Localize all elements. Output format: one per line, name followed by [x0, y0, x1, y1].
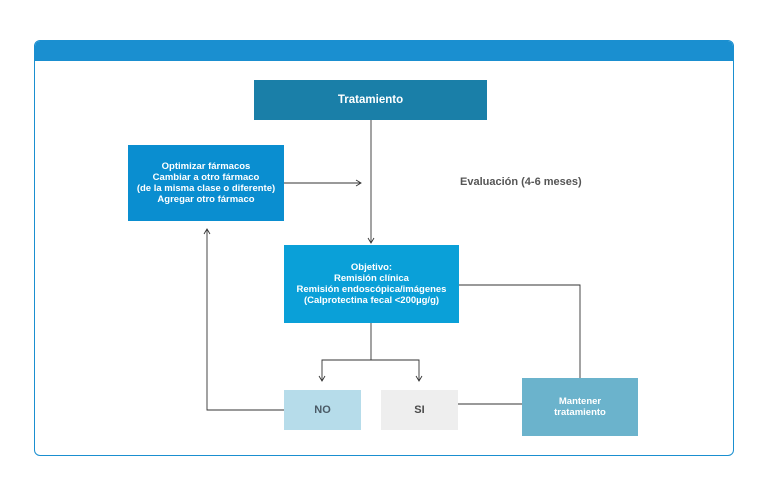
connector-objetivo-mantener — [459, 284, 581, 378]
no-label: NO — [314, 403, 331, 416]
mantener-line-1: Mantener — [558, 396, 602, 407]
connector-no-optimizar — [203, 228, 284, 411]
si-label: SI — [414, 403, 425, 416]
objetivo-box: Objetivo: Remisión clínica Remisión endo… — [284, 245, 459, 323]
mantener-line-2: tratamiento — [554, 407, 606, 418]
optimizar-line-4: Agregar otro fármaco — [157, 194, 255, 205]
objetivo-line-1: Objetivo: — [350, 262, 393, 273]
frame-header-bar — [35, 41, 733, 61]
si-box: SI — [381, 390, 458, 430]
objetivo-line-3: Remisión endoscópica/imágenes — [296, 284, 447, 295]
connector-objetivo-no — [318, 323, 372, 382]
optimizar-line-1: Optimizar fármacos — [161, 161, 251, 172]
no-box: NO — [284, 390, 361, 430]
tratamiento-box: Tratamiento — [254, 80, 487, 120]
optimizar-line-2: Cambiar a otro fármaco — [152, 172, 260, 183]
mantener-box: Mantener tratamiento — [522, 378, 638, 436]
objetivo-line-4: (Calprotectina fecal <200µg/g) — [303, 295, 440, 306]
connector-objetivo-si — [371, 359, 423, 382]
tratamiento-label: Tratamiento — [337, 93, 404, 106]
objetivo-line-2: Remisión clínica — [334, 273, 409, 284]
evaluacion-label: Evaluación (4-6 meses) — [460, 176, 582, 188]
optimizar-box: Optimizar fármacos Cambiar a otro fármac… — [128, 145, 284, 221]
optimizar-line-3: (de la misma clase o diferente) — [136, 183, 276, 194]
